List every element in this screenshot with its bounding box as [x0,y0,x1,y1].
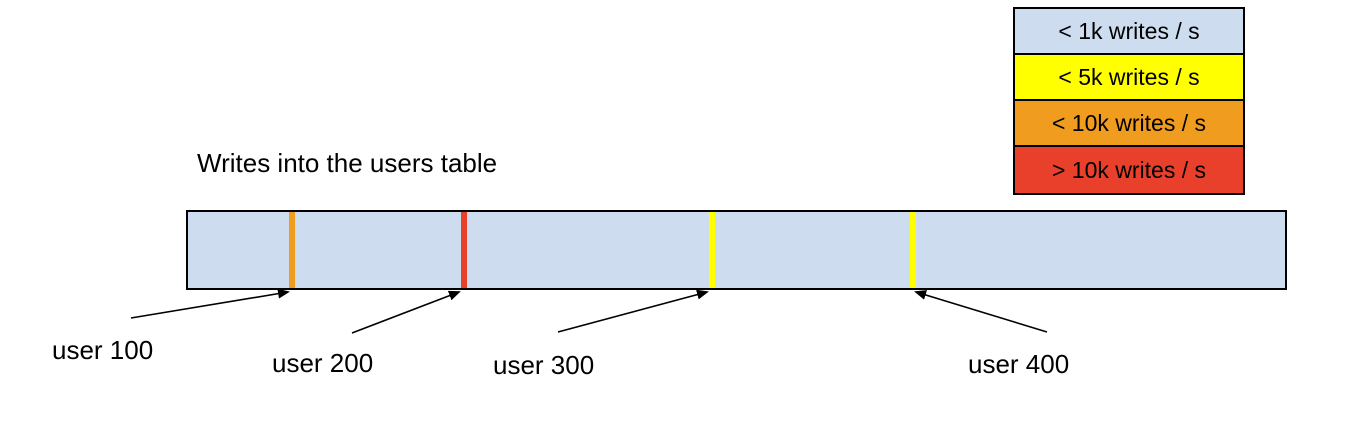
legend-item-1: < 1k writes / s [1015,9,1243,55]
legend-item-3: < 10k writes / s [1015,101,1243,147]
legend-label: < 5k writes / s [1058,63,1200,90]
hotspot-stripe-user-100 [289,212,295,288]
legend-item-4: > 10k writes / s [1015,147,1243,193]
hotspot-stripe-user-400 [910,212,916,288]
label-user-300: user 300 [493,350,595,380]
arrow-user-300 [557,289,709,333]
legend-label: < 1k writes / s [1058,17,1200,44]
arrow-user-100 [130,288,290,319]
users-table-bar [186,210,1287,290]
arrow-user-400 [914,290,1048,333]
label-user-200: user 200 [272,348,374,378]
diagram-title: Writes into the users table [197,148,498,178]
legend-item-2: < 5k writes / s [1015,55,1243,101]
hotspot-stripe-user-200 [461,212,467,288]
legend: < 1k writes / s < 5k writes / s < 10k writ… [1013,7,1245,195]
hotspot-stripe-user-300 [709,212,715,288]
legend-label: > 10k writes / s [1051,156,1207,183]
label-user-400: user 400 [968,349,1070,379]
label-user-100: user 100 [52,335,154,365]
legend-label: < 10k writes / s [1051,109,1207,136]
arrow-user-200 [351,290,461,334]
